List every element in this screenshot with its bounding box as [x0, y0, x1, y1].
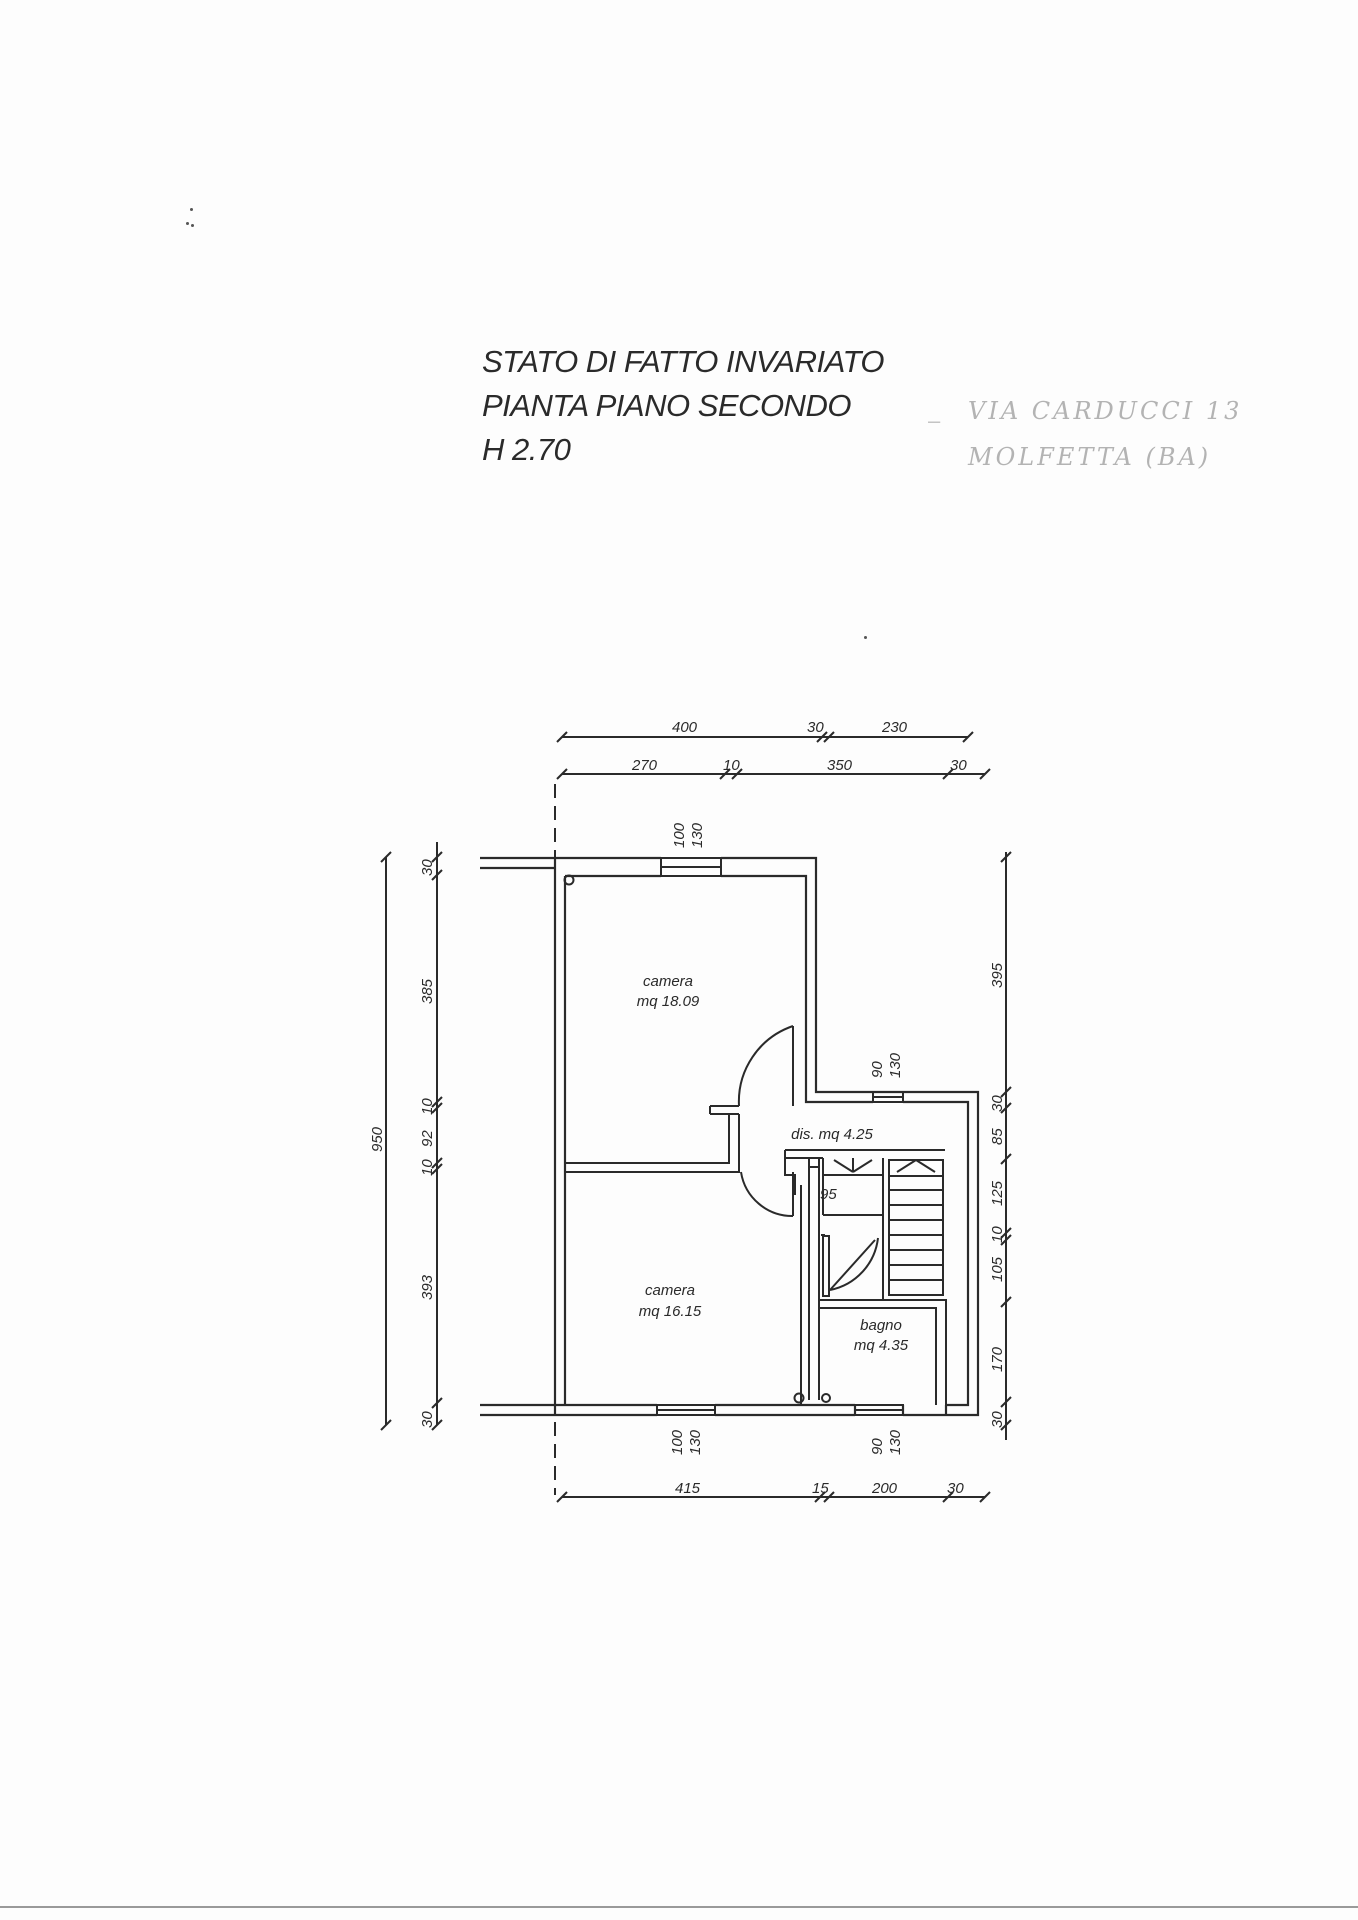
stair-width: 95 — [820, 1186, 837, 1203]
dim-bottom-415: 415 — [675, 1480, 701, 1497]
dimension-line-left-total — [380, 851, 392, 1431]
dim-left-92: 92 — [419, 1130, 436, 1147]
window-bottom-right-130: 130 — [887, 1429, 904, 1455]
door-bathroom — [829, 1237, 879, 1291]
dim-right-170: 170 — [989, 1346, 1006, 1372]
dimension-line-left-segments — [431, 842, 443, 1431]
dim-top-30: 30 — [807, 719, 824, 736]
dim-left-385: 385 — [419, 978, 436, 1004]
title-block: STATO DI FATTO INVARIATO PIANTA PIANO SE… — [482, 340, 884, 472]
window-top-left-100: 100 — [671, 822, 688, 848]
downpipe-icon — [821, 1393, 831, 1403]
window-bottom-left-100: 100 — [669, 1429, 686, 1455]
dim-left-10b: 10 — [419, 1159, 436, 1176]
handwritten-address: VIA CARDUCCI 13 MOLFETTA (BA) — [968, 388, 1242, 480]
room-2-name: camera — [645, 1282, 695, 1299]
bathroom-area: mq 4.35 — [854, 1337, 909, 1354]
scan-speck — [191, 224, 194, 227]
door-room-2 — [740, 1171, 794, 1218]
dim-bottom-30: 30 — [947, 1480, 964, 1497]
dim-left-30a: 30 — [419, 859, 436, 876]
downpipe-icon — [793, 1392, 805, 1404]
title-line-2: PIANTA PIANO SECONDO — [482, 388, 851, 423]
dim-top-230: 230 — [881, 719, 908, 736]
dim-left-10a: 10 — [419, 1098, 436, 1115]
dim-right-85: 85 — [989, 1128, 1006, 1145]
corridor-label: dis. mq 4.25 — [791, 1126, 873, 1143]
dimension-line-bottom — [556, 1491, 991, 1503]
window-top-right — [872, 1091, 904, 1103]
dimension-line-top-2 — [556, 768, 991, 780]
interior-walls — [565, 1105, 947, 1405]
title-line-1: STATO DI FATTO INVARIATO — [482, 344, 884, 379]
dim-right-125: 125 — [989, 1180, 1006, 1206]
dim-top-270: 270 — [631, 757, 658, 774]
dim-left-950: 950 — [369, 1126, 386, 1152]
room-1-area: mq 18.09 — [637, 993, 700, 1010]
note-dash: – — [928, 408, 941, 433]
dim-right-395: 395 — [989, 962, 1006, 988]
window-top-right-130: 130 — [887, 1052, 904, 1078]
scan-speck — [864, 636, 867, 639]
bottom-rule — [0, 1906, 1358, 1908]
dim-right-10: 10 — [989, 1226, 1006, 1243]
door-room-1 — [737, 1025, 794, 1107]
scan-speck — [186, 222, 189, 225]
dim-bottom-15: 15 — [812, 1480, 829, 1497]
window-bottom-right-90: 90 — [869, 1438, 886, 1455]
dimension-line-right-segments — [1000, 1097, 1012, 1440]
dim-top-350: 350 — [827, 757, 853, 774]
window-bottom-right — [854, 1404, 904, 1416]
dim-bottom-200: 200 — [871, 1480, 898, 1497]
dimension-line-top-1 — [556, 731, 974, 743]
staircase — [822, 1158, 944, 1296]
dim-left-393: 393 — [419, 1274, 436, 1300]
handwritten-line-1: VIA CARDUCCI 13 — [968, 397, 1243, 425]
dim-top-30b: 30 — [950, 757, 967, 774]
outer-walls — [480, 856, 980, 1417]
downpipe-icon — [563, 874, 575, 886]
room-1-name: camera — [643, 973, 693, 990]
dim-left-30b: 30 — [419, 1411, 436, 1428]
title-line-3: H 2.70 — [482, 432, 571, 467]
bathroom-name: bagno — [860, 1317, 902, 1334]
dim-top-10: 10 — [723, 757, 740, 774]
window-top-right-90: 90 — [869, 1061, 886, 1078]
window-bottom-left — [656, 1404, 716, 1416]
scan-speck — [190, 208, 193, 211]
dim-right-30b: 30 — [989, 1411, 1006, 1428]
handwritten-line-2: MOLFETTA (BA) — [968, 443, 1212, 471]
window-top-left — [660, 857, 722, 877]
window-bottom-left-130: 130 — [687, 1429, 704, 1455]
dimension-line-right-upper — [1000, 851, 1012, 1098]
dim-right-30a: 30 — [989, 1095, 1006, 1112]
room-2-area: mq 16.15 — [639, 1303, 702, 1320]
dim-top-400: 400 — [672, 719, 698, 736]
dim-right-105: 105 — [989, 1256, 1006, 1282]
window-top-left-130: 130 — [689, 822, 706, 848]
